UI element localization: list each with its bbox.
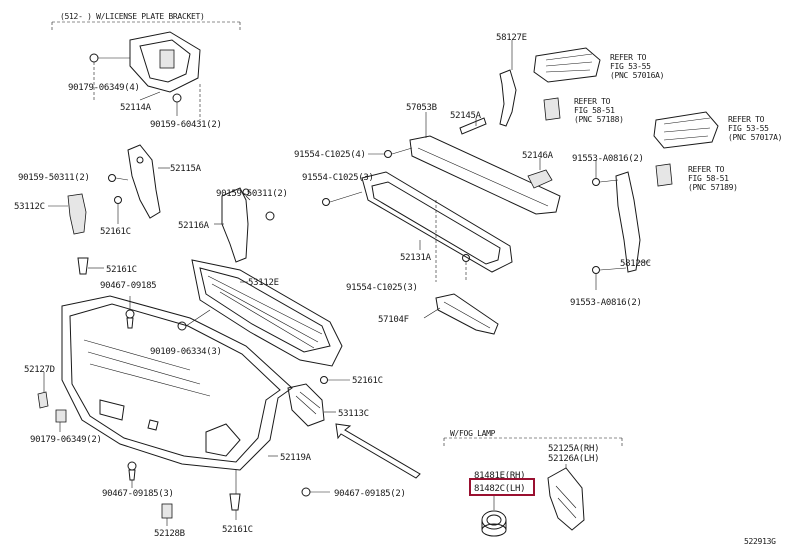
label-53112C[interactable]: 53112C	[14, 202, 45, 212]
label-90159-60431[interactable]: 90159-60431(2)	[150, 120, 222, 130]
part-53112C[interactable]	[67, 193, 122, 235]
part-52114A[interactable]	[89, 31, 201, 103]
part-52128B[interactable]	[161, 503, 173, 519]
ref4-line2: FIG 58-51	[688, 174, 729, 183]
ref3-line3: (PNC 57017A)	[728, 133, 782, 142]
label-52161C-a[interactable]: 52161C	[100, 227, 131, 237]
ref3-line1: REFER TO	[728, 115, 765, 124]
ref2-line3: (PNC 57188)	[574, 115, 624, 124]
highlight-box-81482C	[469, 478, 535, 496]
label-91553-A0816-bottom[interactable]: 91553-A0816(2)	[570, 298, 642, 308]
part-52131A[interactable]	[361, 171, 513, 273]
label-53113C[interactable]: 53113C	[338, 409, 369, 419]
fog-lamp-group-label: W/FOG LAMP	[450, 429, 496, 438]
label-52114A[interactable]: 52114A	[120, 103, 152, 113]
label-81481E[interactable]: 81481E(RH)	[474, 471, 525, 481]
part-91554-C1025-3-top[interactable]	[322, 198, 330, 206]
part-53112E[interactable]	[191, 259, 343, 367]
label-52115A[interactable]: 52115A	[170, 164, 202, 174]
part-91554-C1025-4[interactable]	[384, 150, 392, 158]
part-57104F[interactable]	[435, 293, 499, 335]
label-81482C[interactable]: 81482C(LH)	[474, 484, 525, 494]
label-52131A[interactable]: 52131A	[400, 253, 432, 263]
ref1-line2: FIG 53-55	[610, 62, 651, 71]
label-57053B[interactable]: 57053B	[406, 103, 437, 113]
label-58127E[interactable]: 58127E	[496, 33, 527, 43]
label-90467-09185-top[interactable]: 90467-09185	[100, 281, 157, 291]
part-52161C-clip-b[interactable]	[77, 257, 89, 275]
label-90159-50311-left[interactable]: 90159-50311(2)	[18, 173, 90, 183]
part-52115A[interactable]	[108, 144, 161, 219]
label-90467-09185-3[interactable]: 90467-09185(3)	[102, 489, 174, 499]
part-ref-57189[interactable]	[655, 163, 673, 187]
part-58127E[interactable]	[499, 69, 517, 127]
label-91554-C1025-3b[interactable]: 91554-C1025(3)	[346, 283, 418, 293]
part-90179-06349-bottom[interactable]	[55, 409, 67, 423]
view-direction-arrow	[335, 423, 421, 479]
label-91554-C1025-3[interactable]: 91554-C1025(3)	[302, 173, 374, 183]
label-90109-06334[interactable]: 90109-06334(3)	[150, 347, 222, 357]
part-52146A[interactable]	[527, 169, 553, 189]
part-52161C-clip-d[interactable]	[229, 493, 241, 511]
label-52119A[interactable]: 52119A	[280, 453, 312, 463]
label-53112E[interactable]: 53112E	[248, 278, 279, 288]
ref4-line3: (PNC 57189)	[688, 183, 738, 192]
label-90159-50311-mid[interactable]: 90159-50311(2)	[216, 189, 288, 199]
part-52125A-52126A[interactable]	[547, 467, 585, 531]
label-57104F[interactable]: 57104F	[378, 315, 409, 325]
ref3-line2: FIG 53-55	[728, 124, 769, 133]
part-53113C[interactable]	[287, 383, 325, 427]
label-91553-A0816-top[interactable]: 91553-A0816(2)	[572, 154, 644, 164]
label-52146A[interactable]: 52146A	[522, 151, 554, 161]
ref1-line3: (PNC 57016A)	[610, 71, 664, 80]
part-90467-09185-3[interactable]	[127, 461, 137, 481]
part-81482C-fog-lamp[interactable]	[481, 510, 507, 537]
label-52161C-d[interactable]: 52161C	[222, 525, 253, 535]
label-91554-C1025-4[interactable]: 91554-C1025(4)	[294, 150, 366, 160]
part-52127D[interactable]	[37, 391, 49, 409]
label-52127D[interactable]: 52127D	[24, 365, 55, 375]
ref4-line1: REFER TO	[688, 165, 725, 174]
part-52161C-clip-c[interactable]	[320, 376, 328, 384]
ref2-line2: FIG 58-51	[574, 106, 615, 115]
part-90467-09185-top[interactable]	[125, 309, 135, 329]
label-90467-09185-2[interactable]: 90467-09185(2)	[334, 489, 406, 499]
label-52161C-c[interactable]: 52161C	[352, 376, 383, 386]
label-90179-06349-bottom[interactable]: 90179-06349(2)	[30, 435, 102, 445]
label-52125A[interactable]: 52125A(RH)	[548, 444, 599, 454]
part-58128C[interactable]	[592, 171, 641, 274]
label-90179-06349-top[interactable]: 90179-06349(4)	[68, 83, 140, 93]
label-52161C-b[interactable]: 52161C	[106, 265, 137, 275]
license-bracket-group-label: (512- ) W/LICENSE PLATE BRACKET)	[60, 12, 205, 21]
ref1-line1: REFER TO	[610, 53, 647, 62]
part-52116A[interactable]	[221, 187, 275, 263]
part-52119A-bumper-cover[interactable]	[61, 295, 293, 471]
part-ref-57017A[interactable]	[653, 111, 719, 149]
part-91554-C1025-3-bottom[interactable]	[462, 254, 470, 262]
label-58128C[interactable]: 58128C	[620, 259, 651, 269]
label-52116A[interactable]: 52116A	[178, 221, 210, 231]
label-52128B[interactable]: 52128B	[154, 529, 185, 539]
part-57053B[interactable]	[409, 135, 561, 215]
label-52126A[interactable]: 52126A(LH)	[548, 454, 599, 464]
part-ref-57188[interactable]	[543, 97, 561, 121]
part-90467-09185-2[interactable]	[301, 487, 311, 497]
fog-lamp-group-frame: W/FOG LAMP	[443, 429, 623, 446]
part-ref-57016A[interactable]	[533, 47, 601, 83]
ref2-line1: REFER TO	[574, 97, 611, 106]
license-bracket-group-frame: (512- ) W/LICENSE PLATE BRACKET)	[51, 12, 241, 30]
label-52145A[interactable]: 52145A	[450, 111, 482, 121]
figure-code: 522913G	[744, 537, 776, 546]
